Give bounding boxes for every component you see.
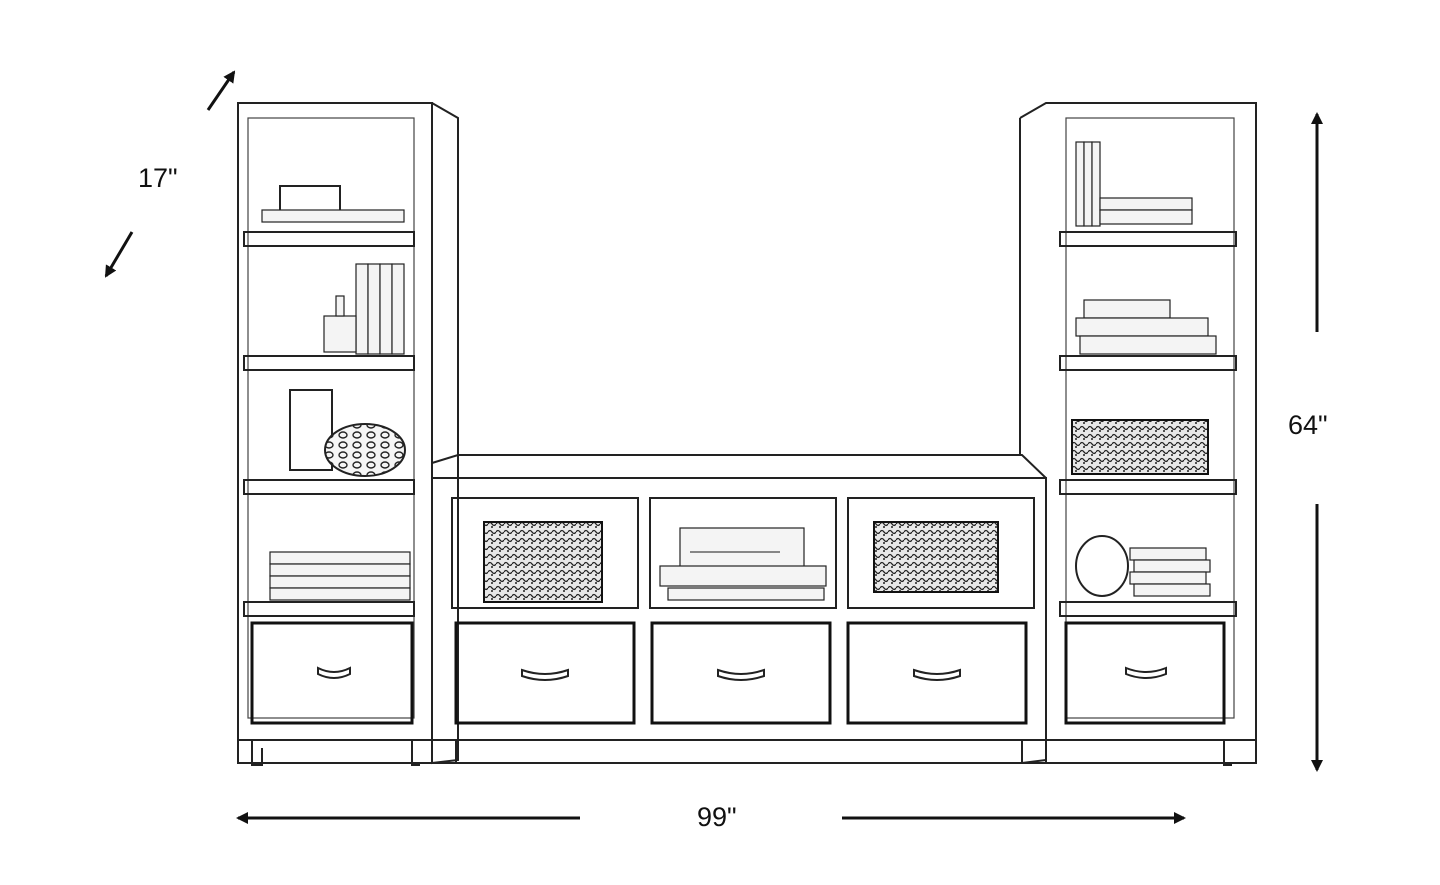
width-label: 99" [697, 802, 737, 832]
center-tv-console [431, 454, 1047, 764]
depth-label: 17" [138, 163, 178, 193]
height-label: 64" [1288, 410, 1328, 440]
depth-arrow-top [206, 70, 236, 111]
left-bookcase [237, 102, 459, 766]
right-bookcase [1019, 102, 1257, 766]
depth-arrow-bottom [104, 231, 134, 278]
